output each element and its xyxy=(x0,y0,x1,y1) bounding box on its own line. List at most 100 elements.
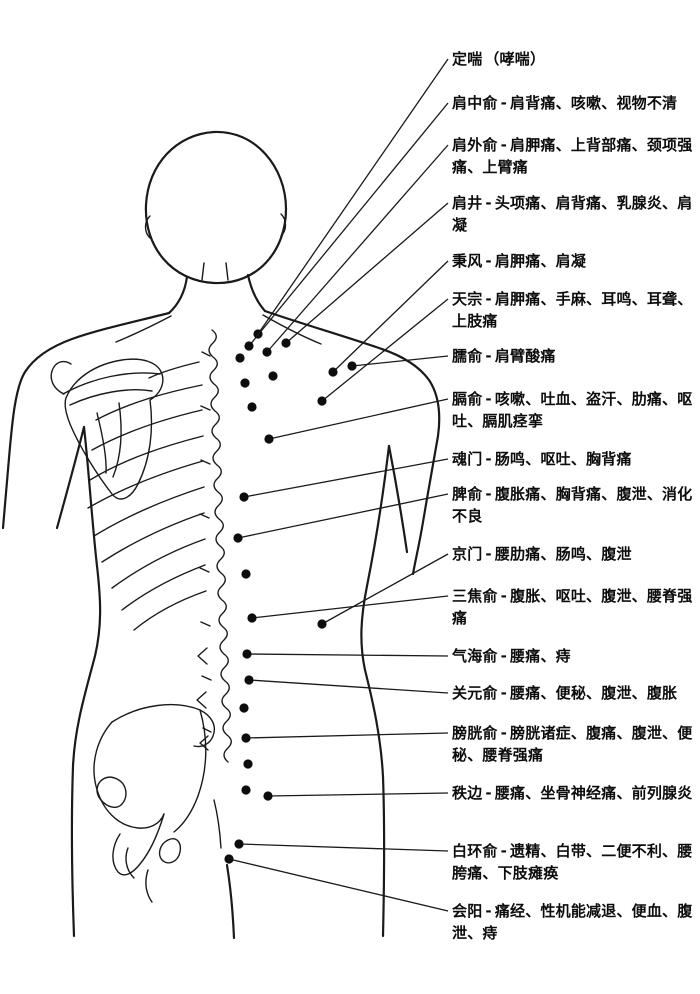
leader-line xyxy=(228,858,449,912)
acupoint-dot xyxy=(239,492,249,502)
leader-line xyxy=(245,732,449,739)
acupoint-separator: - xyxy=(500,136,508,154)
torso-outline xyxy=(1,309,441,940)
acupoint-dot xyxy=(233,533,243,543)
acupoint-symptoms: 肩胛痛、上背部痛、颈项强痛、上臂痛 xyxy=(452,136,693,176)
acupoint-overlay xyxy=(224,58,449,912)
acupoint-symptoms: 咳嗽、吐血、盗汗、肋痛、呕吐、膈肌痉挛 xyxy=(452,390,693,430)
acupoint-name: 膀胱俞 xyxy=(452,724,498,742)
acupoint-dot xyxy=(224,854,234,864)
leader-line xyxy=(332,260,449,373)
acupoint-label: 肩中俞-肩背痛、咳嗽、视物不清 xyxy=(452,92,696,114)
acupoint-separator: - xyxy=(485,450,492,468)
acupoint-label: 魂门-肠鸣、呕吐、胸背痛 xyxy=(452,448,696,470)
acupoint-dot xyxy=(347,361,357,371)
acupoint-label: 膀胱俞-膀胱诸症、腹痛、腹泄、便秘、腰脊强痛 xyxy=(452,722,696,766)
acupoint-dot xyxy=(247,402,257,412)
leader-line xyxy=(351,355,449,367)
scapula xyxy=(50,358,164,500)
left-trapezius-line xyxy=(115,315,172,343)
leader-line xyxy=(257,58,449,335)
leader-line xyxy=(266,144,449,353)
leader-line xyxy=(321,553,449,625)
leader-line xyxy=(246,653,449,657)
acupoint-dot xyxy=(241,785,251,795)
acupoint-symptoms: 腹胀痛、胸背痛、腹泄、消化不良 xyxy=(452,485,693,525)
acupoint-label: 会阳-痛经、性机能减退、便血、腹泄、痔 xyxy=(452,900,696,944)
acupoint-symptoms: 肩臂酸痛 xyxy=(494,347,556,365)
acupoint-label: 秩边-腰痛、坐骨神经痛、前列腺炎 xyxy=(452,782,696,804)
acupoint-label: 白环俞-遗精、白带、二便不利、腰胯痛、下肢瘫痪 xyxy=(452,840,696,884)
acupoint-dot xyxy=(247,613,257,623)
acupoint-symptoms: 痛经、性机能减退、便血、腹泄、痔 xyxy=(452,902,693,942)
leader-line xyxy=(321,298,449,402)
acupoint-name: 膈俞 xyxy=(452,390,483,408)
acupoint-separator: - xyxy=(500,684,508,702)
acupoint-dot xyxy=(268,371,278,381)
acupoint-label: 关元俞-腰痛、便秘、腹泄、腹胀 xyxy=(452,682,696,704)
acupoint-separator: - xyxy=(500,842,508,860)
acupoint-separator: - xyxy=(485,194,492,212)
acupoint-name: 定喘 xyxy=(452,50,483,68)
acupoint-label: 气海俞-腰痛、痔 xyxy=(452,645,696,667)
acupoint-label: 臑俞-肩臂酸痛 xyxy=(452,345,696,367)
acupoint-dot xyxy=(328,367,338,377)
leader-line xyxy=(268,398,449,440)
acupoint-dot xyxy=(239,703,249,713)
acupoint-label: 肩井-头项痛、肩背痛、乳腺炎、肩凝 xyxy=(452,192,696,236)
leader-line xyxy=(285,202,449,344)
acupoint-separator: - xyxy=(485,290,492,308)
acupoint-label: 脾俞-腹胀痛、胸背痛、腹泄、消化不良 xyxy=(452,483,696,527)
leader-line xyxy=(248,102,449,347)
leader-line xyxy=(237,493,449,539)
acupoint-separator: - xyxy=(485,347,492,365)
acupoint-label: 秉风-肩胛痛、肩凝 xyxy=(452,250,696,272)
acupoint-dot xyxy=(240,378,250,388)
acupoint-name: 脾俞 xyxy=(452,485,483,503)
acupoint-symptoms: 肩胛痛、肩凝 xyxy=(494,252,587,270)
acupoint-dot xyxy=(244,341,254,351)
acupoint-name: 会阳 xyxy=(452,902,483,920)
acupoint-separator: - xyxy=(485,545,492,563)
acupoint-dot xyxy=(244,675,254,685)
acupoint-dot xyxy=(235,353,245,363)
acupoint-symptoms: 腰肋痛、肠鸣、腹泄 xyxy=(494,545,632,563)
leader-line xyxy=(243,458,449,498)
acupoint-symptoms: 肩背痛、咳嗽、视物不清 xyxy=(510,94,678,112)
acupoint-name: 肩井 xyxy=(452,194,483,212)
acupoint-name: 肩中俞 xyxy=(452,94,498,112)
acupoint-symptoms: 腰痛、痔 xyxy=(510,647,571,665)
acupoint-symptoms: 腹胀、呕吐、腹泄、腰脊强痛 xyxy=(452,587,693,627)
acupoint-label: 膈俞-咳嗽、吐血、盗汗、肋痛、呕吐、膈肌痉挛 xyxy=(452,388,696,432)
acupoint-dot xyxy=(242,649,252,659)
acupoint-symptoms: 头项痛、肩背痛、乳腺炎、肩凝 xyxy=(452,194,693,234)
acupoint-name: 关元俞 xyxy=(452,684,498,702)
acupoint-separator: - xyxy=(485,485,492,503)
acupoint-separator: - xyxy=(485,902,492,920)
acupoint-label: 京门-腰肋痛、肠鸣、腹泄 xyxy=(452,543,696,565)
head xyxy=(144,130,288,285)
leader-line xyxy=(251,595,449,619)
acupoint-label: 天宗-肩胛痛、手麻、耳鸣、耳聋、上肢痛 xyxy=(452,288,696,332)
left-ear xyxy=(144,215,151,239)
acupoint-name: 秉风 xyxy=(452,252,483,270)
neck xyxy=(167,262,267,315)
acupoint-name: 肩外俞 xyxy=(452,136,498,154)
acupoint-symptoms: 腰痛、便秘、腹泄、腹胀 xyxy=(510,684,678,702)
acupoint-separator: - xyxy=(485,252,492,270)
acupoint-dot xyxy=(241,569,251,579)
acupoint-name: 臑俞 xyxy=(452,347,483,365)
acupoint-dot xyxy=(262,347,272,357)
acupoint-separator: - xyxy=(485,784,492,802)
acupoint-symptoms: （哮喘） xyxy=(484,50,546,68)
acupoint-label: 定喘（哮喘） xyxy=(452,48,696,70)
acupoint-dot xyxy=(281,338,291,348)
acupoint-symptoms: 遗精、白带、二便不利、腰胯痛、下肢瘫痪 xyxy=(452,842,693,882)
acupoint-separator: - xyxy=(500,587,508,605)
gluteal-cleft xyxy=(225,863,236,940)
leader-line xyxy=(248,679,449,694)
acupoint-name: 天宗 xyxy=(452,290,483,308)
acupoint-separator: - xyxy=(500,724,508,742)
